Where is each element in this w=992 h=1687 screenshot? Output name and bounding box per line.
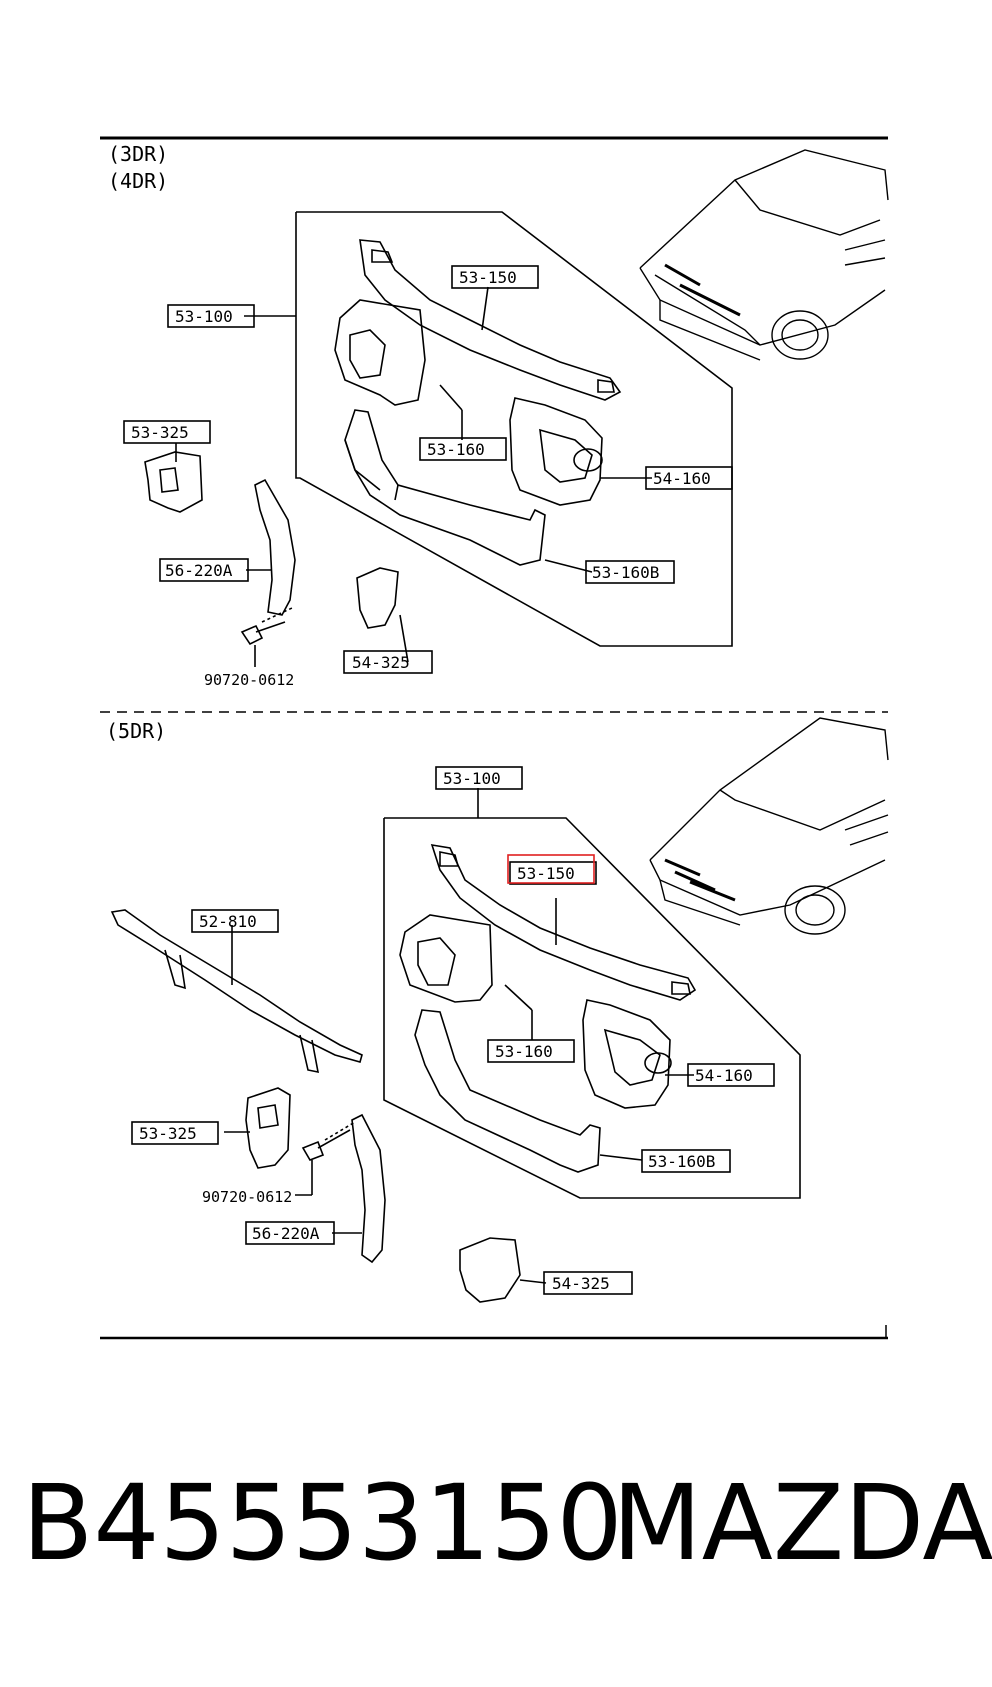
bolt-top — [240, 621, 286, 646]
label-54-325-bottom: 54-325 — [552, 1274, 610, 1293]
label-54-325-top: 54-325 — [352, 653, 410, 672]
bottom-section — [110, 717, 889, 1303]
label-54-160-bottom: 54-160 — [695, 1066, 753, 1085]
label-53-100-bottom: 53-100 — [443, 769, 501, 788]
car-sketch-bottom — [649, 717, 889, 935]
label-53-150-bottom: 53-150 — [517, 864, 575, 883]
upper-member-top — [359, 239, 622, 401]
label-53-160b-top: 53-160B — [592, 563, 659, 582]
right-panel-top — [509, 397, 603, 506]
assembly-outline-bottom — [383, 817, 801, 1199]
brand-name: MAZDA — [612, 1462, 992, 1584]
right-bracket-top — [356, 567, 399, 629]
footer: B45553150 MAZDA — [0, 1458, 992, 1588]
bottom-labels: 53-100 53-150 52-810 53-160 54-160 53-16… — [131, 766, 775, 1295]
left-bracket-top — [144, 451, 203, 513]
variant-3dr: (3DR) — [108, 142, 168, 166]
bolt-bottom — [301, 1129, 351, 1161]
label-53-325-bottom: 53-325 — [139, 1124, 197, 1143]
lower-member-bottom — [414, 1009, 601, 1173]
label-52-810-bottom: 52-810 — [199, 912, 257, 931]
part-number: B45553150 — [22, 1462, 623, 1584]
variant-4dr: (4DR) — [108, 169, 168, 193]
label-54-160-top: 54-160 — [653, 469, 711, 488]
lower-member-top — [344, 409, 546, 566]
right-bracket-bottom — [459, 1237, 521, 1303]
left-panel-bottom — [399, 914, 493, 1003]
label-56-220a-bottom: 56-220A — [252, 1224, 320, 1243]
label-53-160-top: 53-160 — [427, 440, 485, 459]
label-53-150-top: 53-150 — [459, 268, 517, 287]
label-53-160b-bottom: 53-160B — [648, 1152, 715, 1171]
label-90720-0612-bottom: 90720-0612 — [202, 1188, 292, 1206]
top-labels: 53-100 53-150 53-160 54-160 53-160B 53-3… — [123, 265, 733, 689]
label-53-100-top: 53-100 — [175, 307, 233, 326]
label-53-160-bottom: 53-160 — [495, 1042, 553, 1061]
right-panel-bottom — [582, 999, 671, 1109]
car-sketch-top — [639, 149, 889, 361]
trim-bottom — [110, 909, 363, 1063]
label-90720-0612-top: 90720-0612 — [204, 671, 294, 689]
label-53-325-top: 53-325 — [131, 423, 189, 442]
label-56-220a-top: 56-220A — [165, 561, 233, 580]
assembly-outline-top — [295, 211, 733, 647]
support-top — [254, 478, 296, 616]
left-bracket-bottom — [245, 1087, 291, 1169]
support-bottom — [351, 1113, 386, 1264]
highlight-box — [507, 854, 595, 884]
top-section — [144, 149, 889, 667]
left-panel-top — [334, 299, 426, 406]
upper-member-bottom — [430, 843, 697, 1001]
variant-5dr: (5DR) — [106, 719, 166, 743]
